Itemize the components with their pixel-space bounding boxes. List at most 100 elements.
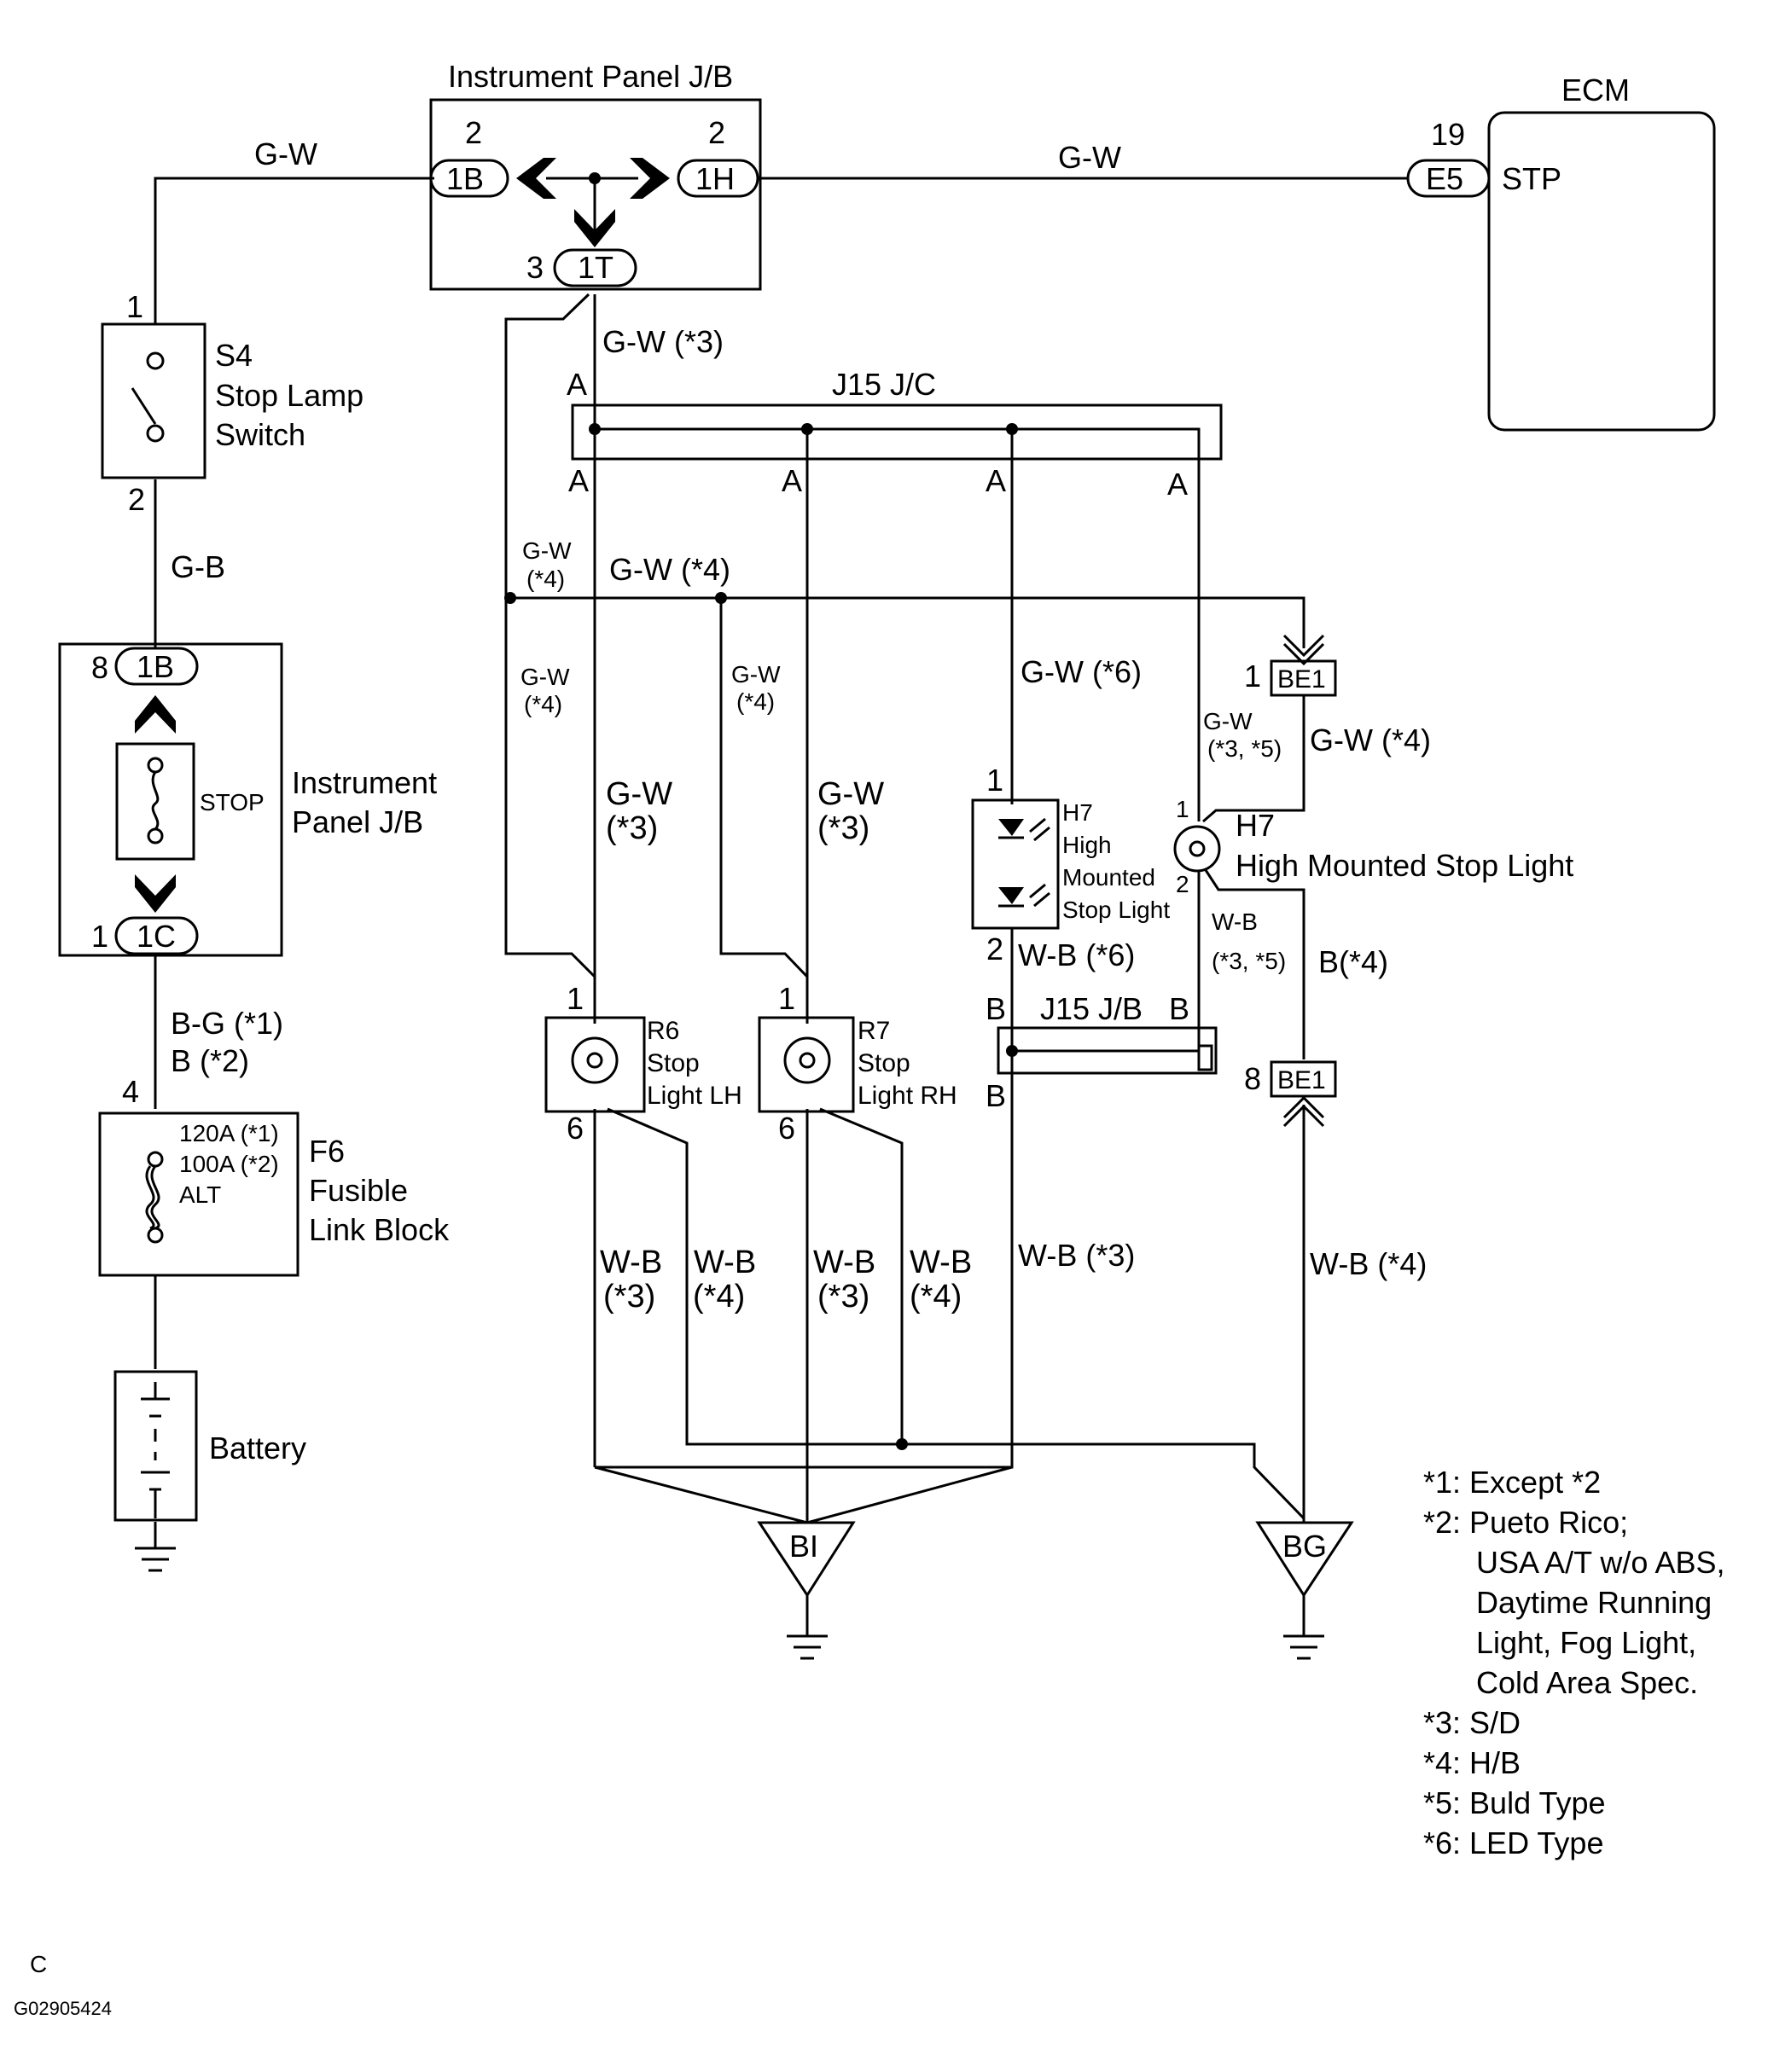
r6-pin-top: 1 (567, 981, 584, 1016)
stop-lamp-switch: 1 2 S4 Stop Lamp Switch (101, 289, 363, 517)
wire-label-wb-r7-4b: (*4) (910, 1279, 962, 1315)
j15-jc-a-2: A (782, 463, 802, 498)
chevron-down-icon (135, 874, 176, 913)
ground-bg: BG (1255, 1521, 1354, 1660)
fuse-icon (151, 771, 160, 831)
wire-label-wb3: W-B (*3) (1018, 1238, 1135, 1273)
instrument-panel-jb-top: Instrument Panel J/B 2 1B 2 1H 3 1T (429, 59, 762, 291)
ijb-fuse-title-1: Instrument (292, 765, 437, 800)
wire-label-wb-r6-4b: (*4) (693, 1279, 745, 1315)
wire-label-gw4-small-3a: G-W (731, 661, 781, 688)
s4-name-2: Switch (215, 417, 305, 452)
wire-label-gw4-small-3b: (*4) (736, 688, 775, 715)
s4-code: S4 (215, 338, 253, 373)
s4-pin-top: 1 (126, 289, 143, 324)
wire-label-gw-left: G-W (254, 136, 317, 171)
wire-label-gw3-r7a: G-W (817, 776, 884, 812)
wire-gw4-r7-branch (719, 598, 809, 978)
j15-jb: B J15 J/B B B (986, 991, 1218, 1113)
switch-icon (131, 387, 157, 425)
j15-jb-b-right: B (1169, 991, 1189, 1026)
h7-led-name-1: High (1062, 832, 1112, 858)
note-5: *5: Buld Type (1423, 1785, 1606, 1820)
wire-label-wb-r7-3b: (*3) (817, 1279, 869, 1315)
ijb-top-bottom-pin: 3 (526, 250, 544, 285)
wire-label-gw3-r6a: G-W (606, 776, 672, 812)
ijb-top-right-pin: 2 (708, 115, 725, 150)
wire-be1-h7bulb (1202, 696, 1305, 823)
chevron-up-icon (1282, 1095, 1325, 1128)
ecm-title: ECM (1561, 73, 1630, 107)
note-3: *3: S/D (1423, 1705, 1521, 1740)
f6-name-2: Link Block (309, 1212, 450, 1247)
wire-label-gw3-top: G-W (*3) (602, 324, 724, 359)
wire-label-gw4-small-1a: G-W (522, 537, 572, 564)
led-icon (998, 819, 1024, 836)
r6-name-1: Stop (647, 1049, 700, 1077)
h7-led-pin-bottom: 2 (986, 932, 1003, 966)
be1-top-pin: 1 (1244, 659, 1261, 694)
ijb-top-title: Instrument Panel J/B (448, 59, 733, 94)
ijb-fuse-label: STOP (200, 789, 265, 815)
fusible-link-icon (150, 1165, 160, 1230)
note-2-line-4: Light, Fog Light, (1476, 1625, 1696, 1660)
r7-name-2: Light RH (858, 1082, 957, 1110)
r7-pin-bottom: 6 (778, 1111, 795, 1146)
ijb-top-right-connector: 1H (695, 161, 735, 196)
ground-bi: BI (757, 1521, 856, 1660)
wire-label-gw4-be1: G-W (*4) (1310, 723, 1431, 757)
wire-gw4-left-branch (504, 293, 596, 978)
wire-label-wb4: W-B (*4) (1310, 1246, 1427, 1281)
wire-label-b4: B(*4) (1318, 944, 1388, 979)
wire-label-wb6: W-B (*6) (1018, 937, 1135, 972)
f6-name-1: Fusible (309, 1173, 408, 1208)
wire-r6-wb4 (607, 1107, 902, 1446)
wire-r7-wb4 (819, 1107, 1305, 1520)
h7-bulb-name: High Mounted Stop Light (1236, 848, 1573, 883)
note-4: *4: H/B (1423, 1745, 1521, 1780)
r6-name-2: Light LH (647, 1082, 742, 1110)
ijb-fuse-pin-bottom: 1 (91, 919, 108, 954)
f6-code: F6 (309, 1134, 345, 1169)
be1-top-connector-code: BE1 (1277, 665, 1326, 694)
h7-led-stop-light: 1 H7 High Mounted Stop Light 2 (971, 763, 1170, 966)
chevron-down-icon (574, 209, 615, 247)
footer-code: G02905424 (14, 1998, 112, 2019)
h7-bulb-pin-bottom: 2 (1176, 871, 1189, 897)
j15-jc: J15 J/C A A A A A (567, 367, 1223, 502)
note-2: *2: Pueto Rico; (1423, 1505, 1628, 1540)
note-1: *1: Except *2 (1423, 1465, 1601, 1500)
wire-label-gw35-b: (*3, *5) (1207, 735, 1282, 762)
wire-to-bi-2 (806, 1465, 1013, 1524)
j15-jc-a-4: A (1167, 467, 1188, 502)
ecm-block: ECM 19 E5 STP (1406, 73, 1716, 432)
wire-label-wb-r7-4a: W-B (910, 1245, 972, 1280)
ground-icon (1283, 1634, 1324, 1660)
wire-label-gw35-a: G-W (1203, 708, 1253, 734)
wire-label-wb-r6-4a: W-B (694, 1245, 756, 1280)
r7-name-1: Stop (858, 1049, 910, 1077)
wire-gw-to-s4 (154, 177, 434, 324)
j15-jb-title: J15 J/B (1040, 991, 1143, 1026)
chevron-left-icon (516, 158, 556, 199)
wire-label-gw6: G-W (*6) (1021, 654, 1142, 689)
wire-label-gw4-small-1b: (*4) (526, 566, 565, 592)
wire-label-gw4-small-2b: (*4) (524, 691, 562, 717)
note-2-line-2: USA A/T w/o ABS, (1476, 1545, 1724, 1580)
s4-name-1: Stop Lamp (215, 378, 363, 413)
j15-jb-b-left: B (986, 991, 1006, 1026)
wire-gw4-horizontal (506, 596, 1305, 648)
ijb-top-left-pin: 2 (465, 115, 482, 150)
j15-jc-title: J15 J/C (832, 367, 936, 402)
battery: Battery (113, 1370, 306, 1572)
ijb-fuse-title-2: Panel J/B (292, 804, 423, 839)
r6-code: R6 (647, 1017, 679, 1045)
footer-letter: C (30, 1951, 47, 1977)
ecm-signal: STP (1502, 161, 1561, 196)
ijb-fuse-connector-top: 1B (137, 649, 174, 684)
f6-rating-1: 120A (*1) (179, 1120, 279, 1146)
j15-jb-b-bottom: B (986, 1078, 1006, 1113)
wire-label-gb: G-B (171, 549, 225, 584)
ijb-top-left-connector: 1B (446, 161, 484, 196)
wire-label-bg1: B-G (*1) (171, 1006, 283, 1041)
